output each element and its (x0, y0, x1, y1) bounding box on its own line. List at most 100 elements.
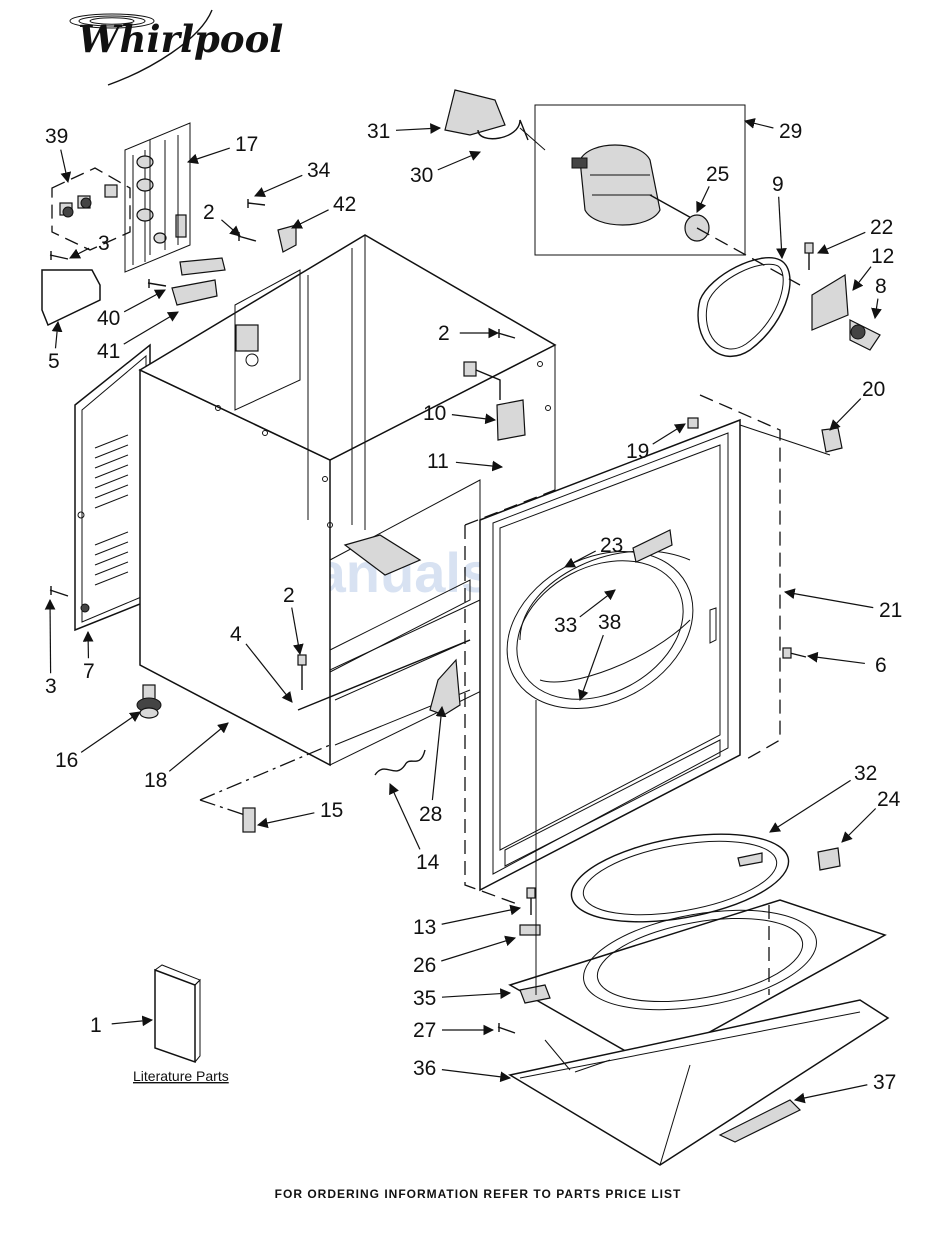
leader-arrow-10 (452, 415, 495, 420)
leader-arrow-13 (442, 908, 520, 924)
callout-25: 25 (706, 163, 729, 186)
callout-40: 40 (97, 307, 120, 330)
clip-20 (822, 428, 842, 452)
leader-arrow-31 (396, 128, 440, 130)
leader-arrow-32 (770, 780, 851, 832)
callout-2: 2 (283, 584, 295, 607)
cover-plate (42, 270, 100, 325)
callout-10: 10 (423, 402, 446, 425)
leader-arrow-41 (124, 312, 178, 344)
leader-arrow-22 (818, 232, 865, 253)
leader-arrow-40 (124, 290, 165, 312)
leader-arrow-2 (221, 220, 240, 236)
blower-housing-bracket (445, 90, 545, 150)
callout-38: 38 (598, 611, 621, 634)
leader-arrow-21 (785, 592, 873, 608)
front-panel (480, 420, 740, 890)
whirlpool-logo: Whirlpool (70, 10, 283, 85)
callout-15: 15 (320, 799, 343, 822)
callout-35: 35 (413, 987, 436, 1010)
leader-arrow-1 (112, 1020, 152, 1024)
leader-arrow-19 (653, 424, 685, 444)
leader-arrow-24 (842, 809, 876, 842)
leader-arrow-35 (442, 993, 510, 997)
leader-arrow-29 (745, 121, 773, 128)
leader-arrow-11 (456, 462, 502, 467)
leader-arrow-9 (779, 197, 782, 258)
leader-arrow-8 (875, 299, 878, 318)
callout-28: 28 (419, 803, 442, 826)
callout-32: 32 (854, 762, 877, 785)
literature-parts-label: Literature Parts (133, 1068, 229, 1084)
callout-5: 5 (48, 350, 60, 373)
callout-8: 8 (875, 275, 887, 298)
callout-26: 26 (413, 954, 436, 977)
rear-panel (75, 345, 150, 630)
literature-booklet (155, 965, 200, 1062)
leader-arrow-36 (442, 1070, 510, 1078)
leader-arrow-30 (438, 152, 480, 170)
leader-arrow-18 (169, 723, 228, 771)
leader-arrow-25 (697, 186, 709, 212)
callout-7: 7 (83, 660, 95, 683)
callout-31: 31 (367, 120, 390, 143)
clip-19 (688, 418, 698, 428)
leader-arrow-17 (188, 148, 230, 162)
leader-arrow-3 (50, 600, 51, 673)
callout-3: 3 (45, 675, 57, 698)
ordering-footer: FOR ORDERING INFORMATION REFER TO PARTS … (275, 1187, 682, 1201)
part-15-strike (243, 808, 255, 832)
leader-arrow-3 (70, 248, 89, 258)
callout-6: 6 (875, 654, 887, 677)
callout-20: 20 (862, 378, 885, 401)
callout-9: 9 (772, 173, 784, 196)
callout-21: 21 (879, 599, 902, 622)
leader-arrow-6 (808, 656, 865, 663)
leveling-leg (137, 685, 161, 718)
leader-arrow-15 (258, 813, 314, 825)
callout-4: 4 (230, 623, 242, 646)
wire-connector-group (52, 168, 130, 250)
callout-13: 13 (413, 916, 436, 939)
callout-18: 18 (144, 769, 167, 792)
callout-23: 23 (600, 534, 623, 557)
callout-36: 36 (413, 1057, 436, 1080)
leader-arrow-16 (81, 712, 140, 752)
callout-17: 17 (235, 133, 258, 156)
callout-12: 12 (871, 245, 894, 268)
terminal-bracket (172, 258, 225, 305)
callout-2: 2 (438, 322, 450, 345)
callout-3: 3 (98, 232, 110, 255)
callout-41: 41 (97, 340, 120, 363)
callout-11: 11 (427, 450, 449, 473)
callout-37: 37 (873, 1071, 896, 1094)
callout-39: 39 (45, 125, 68, 148)
leader-arrow-39 (61, 150, 68, 182)
callout-16: 16 (55, 749, 78, 772)
leader-arrow-42 (292, 210, 329, 228)
callout-14: 14 (416, 851, 440, 874)
callout-1: 1 (90, 1014, 102, 1037)
leader-arrow-26 (441, 938, 515, 961)
callout-33: 33 (554, 614, 577, 637)
callout-19: 19 (626, 440, 649, 463)
callout-22: 22 (870, 216, 893, 239)
leader-arrow-5 (55, 322, 58, 348)
callout-34: 34 (307, 159, 331, 182)
terminal-block-assembly (125, 123, 190, 272)
callout-42: 42 (333, 193, 356, 216)
leader-arrow-28 (432, 707, 442, 800)
callout-27: 27 (413, 1019, 436, 1042)
leader-arrow-12 (853, 267, 871, 290)
leader-arrow-34 (255, 175, 302, 196)
idler-bracket (812, 275, 880, 350)
leader-arrow-20 (830, 399, 861, 430)
callout-29: 29 (779, 120, 802, 143)
callout-30: 30 (410, 164, 433, 187)
callout-2: 2 (203, 201, 215, 224)
small-bracket-42 (278, 225, 296, 252)
door-hinge (430, 660, 460, 715)
door-catch (818, 848, 840, 870)
brand-name: Whirlpool (78, 17, 283, 61)
